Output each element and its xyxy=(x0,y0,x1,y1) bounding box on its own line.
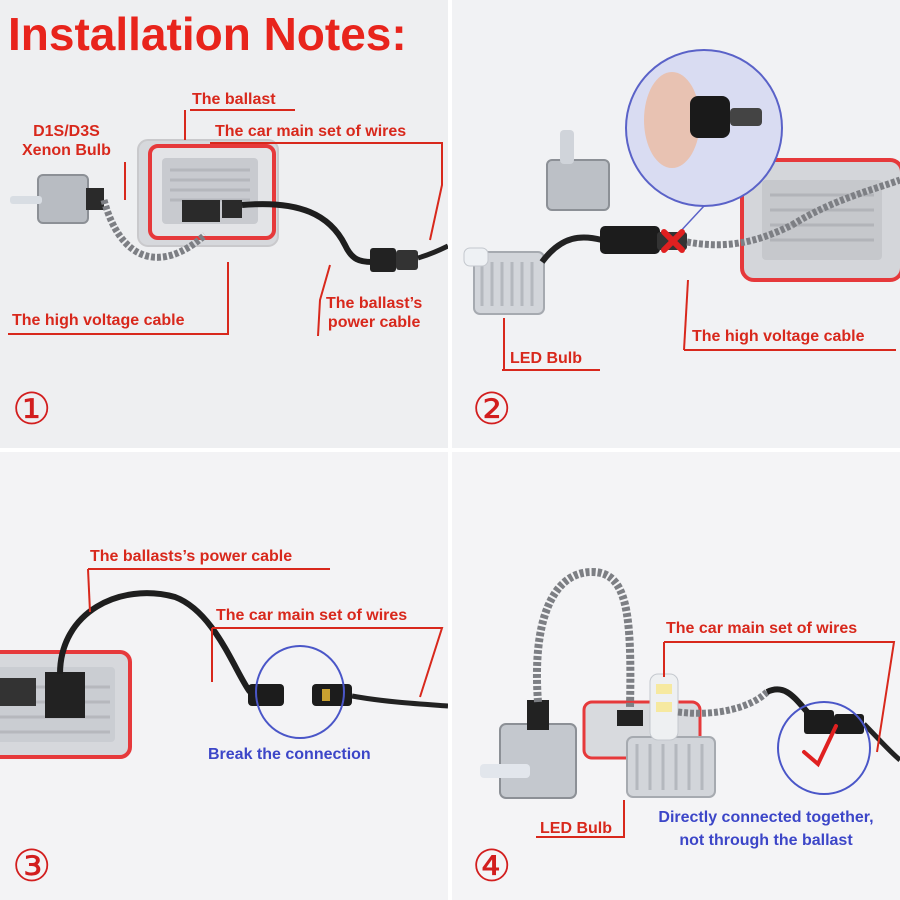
panel-2-illustration xyxy=(463,49,900,371)
high-voltage-cable-label: The high voltage cable xyxy=(12,312,185,329)
page-title: Installation Notes: xyxy=(8,8,407,60)
step-number: ④ xyxy=(472,841,512,892)
direct-connection-label: Directly connected together, not through… xyxy=(658,809,874,849)
ballast-icon xyxy=(137,139,279,247)
xenon-bulb-icon xyxy=(546,130,610,211)
ballast-icon xyxy=(0,650,132,759)
ballast-power-cable xyxy=(241,201,373,265)
ballast-power-cable xyxy=(57,590,253,694)
connector-icon xyxy=(370,248,418,272)
break-connection-label: Break the connection xyxy=(208,746,371,763)
power-cable-label: The ballast’s power cable xyxy=(326,295,423,331)
step-number: ① xyxy=(12,384,52,435)
led-bulb-label: LED Bulb xyxy=(510,350,582,367)
power-cable-label: The ballasts’s power cable xyxy=(90,548,293,565)
high-voltage-cable xyxy=(100,199,208,261)
xenon-bulb-icon xyxy=(10,174,104,224)
connection-circle xyxy=(777,701,871,795)
led-bulb-icon xyxy=(626,673,716,798)
ballast-label: The ballast xyxy=(192,91,276,108)
panel-3-illustration xyxy=(0,568,448,759)
led-bulb-label: LED Bulb xyxy=(540,820,612,837)
connector-icon xyxy=(804,710,864,734)
step-number: ② xyxy=(472,384,512,435)
panel-step-4: The car main set of wires LED Bulb Direc… xyxy=(452,452,900,900)
zoom-circle xyxy=(625,49,783,207)
panel-step-3: The ballasts’s power cable The car main … xyxy=(0,452,448,900)
car-wires-label: The car main set of wires xyxy=(666,620,858,637)
panel-step-2: LED Bulb The high voltage cable ② xyxy=(452,0,900,448)
car-wires-label: The car main set of wires xyxy=(216,607,408,624)
ballast-icon xyxy=(740,158,900,282)
connector-icon xyxy=(248,684,352,706)
led-bulb-icon xyxy=(463,247,545,315)
check-mark-icon xyxy=(802,724,838,768)
panel-1-illustration xyxy=(8,109,448,337)
xenon-bulb-icon xyxy=(480,700,577,799)
cross-mark-icon xyxy=(661,229,685,253)
break-circle xyxy=(255,645,345,739)
panel-step-1: D1S/D3S Xenon Bulb The ballast The car m… xyxy=(0,0,448,448)
step-number: ③ xyxy=(12,841,52,892)
xenon-bulb-label: D1S/D3S Xenon Bulb xyxy=(22,123,111,159)
car-wires-label: The car main set of wires xyxy=(215,123,407,140)
panel-4-illustration xyxy=(480,567,900,838)
high-voltage-cable-label: The high voltage cable xyxy=(692,328,865,345)
